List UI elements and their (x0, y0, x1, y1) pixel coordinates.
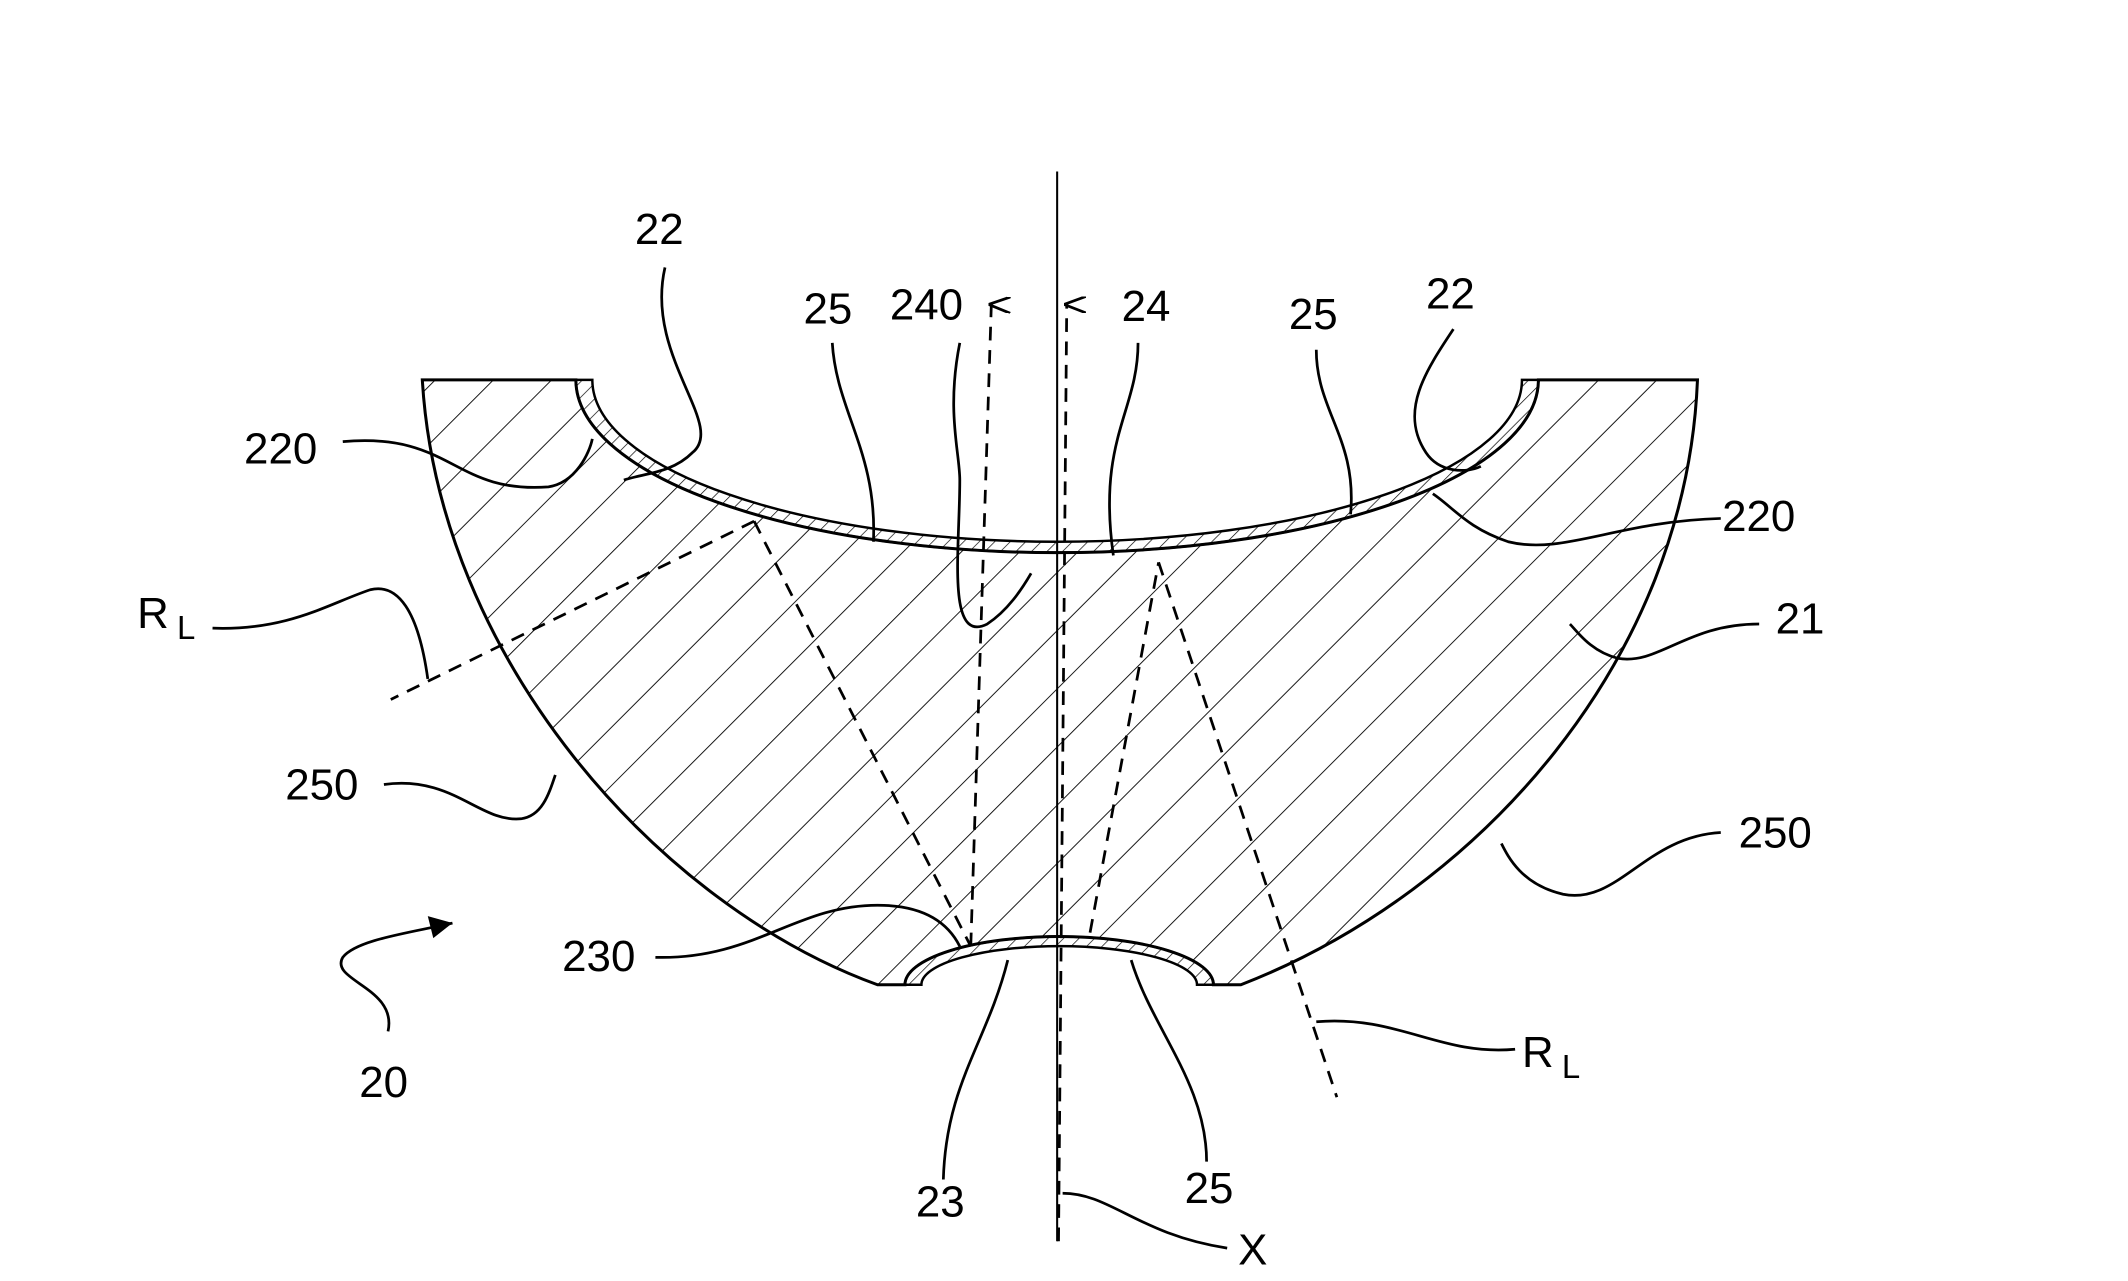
label-250-right: 250 (1739, 809, 1812, 858)
label-250-left: 250 (285, 761, 358, 810)
ray-left-outgoing (390, 519, 755, 701)
lens-body (420, 378, 1700, 987)
leader-22-right (1413, 328, 1482, 472)
leader-250-right (1500, 831, 1721, 897)
leader-x (1062, 1191, 1228, 1250)
ray-right-inner (1088, 562, 1160, 933)
leader-25-right (1314, 349, 1353, 515)
leader-240 (952, 342, 1033, 629)
label-220-left: 220 (244, 425, 317, 474)
ray-center (1057, 304, 1067, 1242)
leader-220-left (342, 438, 594, 489)
leader-220-right (1432, 492, 1721, 547)
leader-22-left (623, 267, 703, 482)
label-20: 20 (359, 1058, 408, 1107)
label-25-right: 25 (1289, 290, 1338, 339)
label-21: 21 (1776, 595, 1825, 644)
leader-230 (655, 903, 962, 959)
label-25-bottom: 25 (1185, 1164, 1234, 1213)
lower-coating-layer (903, 935, 1215, 986)
leader-25-left (830, 342, 876, 542)
label-23: 23 (916, 1178, 965, 1227)
label-230: 230 (562, 932, 635, 981)
leader-rl-right (1316, 1019, 1516, 1052)
leader-rl-left (212, 587, 430, 680)
label-220-right: 220 (1722, 492, 1795, 541)
arrowhead-20 (427, 916, 453, 939)
label-24: 24 (1122, 282, 1171, 331)
leader-25-bottom (1129, 959, 1208, 1162)
label-240: 240 (890, 281, 963, 330)
leader-20-arrow (339, 921, 453, 1032)
leader-24 (1108, 342, 1140, 556)
label-25-left: 25 (803, 285, 852, 334)
ray-left-inner (752, 520, 972, 947)
label-22-left: 22 (635, 205, 684, 254)
label-22-right: 22 (1426, 270, 1475, 319)
leader-250-left (383, 774, 557, 821)
label-x: X (1238, 1226, 1267, 1275)
leader-21 (1568, 622, 1760, 661)
ray-right-outgoing (1157, 561, 1339, 1098)
leader-23 (941, 959, 1010, 1180)
upper-coating-layer (574, 378, 1540, 554)
